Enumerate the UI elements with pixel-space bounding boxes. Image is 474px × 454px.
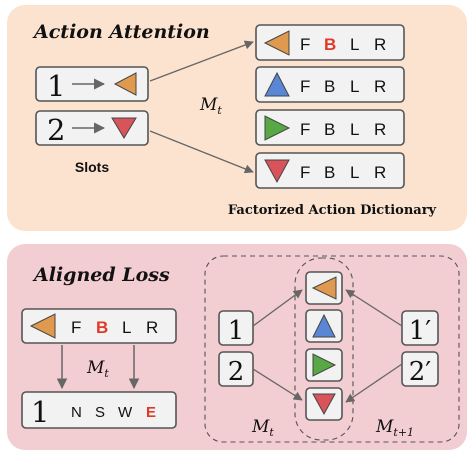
- aligned-left-transform-label: Mt: [86, 358, 109, 380]
- dict-row-1-letter-r: R: [374, 35, 386, 54]
- matching-label-mt: Mt: [251, 417, 274, 439]
- slot-1-index: 1: [47, 69, 65, 103]
- match-arrow-2p-to-down: [345, 363, 403, 403]
- aligned-bottom-index: 1: [31, 395, 49, 429]
- dict-row-2-letter-b: B: [324, 77, 335, 96]
- aligned-bottom-row: 1 N S W E: [21, 391, 177, 429]
- aligned-top-letter-r: R: [146, 318, 158, 337]
- aligned-top-row-triangle-left-icon: [29, 313, 56, 339]
- matching-triangle-right-icon: [312, 353, 337, 377]
- dict-row-1-letter-f: F: [300, 35, 310, 54]
- dict-row-3-letter-b: B: [324, 120, 335, 139]
- dict-row-4-triangle-down-icon: [264, 159, 290, 184]
- matching-right-index-1: 1′: [401, 310, 439, 346]
- dict-row-2-triangle-up-icon: [264, 71, 290, 97]
- dict-row-1-letter-b: B: [324, 35, 336, 54]
- aligned-top-letter-b: B: [96, 318, 108, 337]
- matching-right-index-2: 2′: [401, 351, 439, 387]
- svg-text:2: 2: [228, 357, 245, 387]
- dict-row-1-letter-l: L: [350, 35, 359, 54]
- dict-row-4-letter-f: F: [300, 163, 310, 182]
- svg-text:1: 1: [228, 316, 245, 346]
- dict-row-3-triangle-right-icon: [264, 115, 291, 141]
- slots-label: Slots: [75, 159, 109, 175]
- slot-2-triangle-down-icon: [111, 117, 137, 139]
- dict-row-3: F B L R: [255, 109, 405, 146]
- slot-2: 2: [35, 110, 149, 147]
- aligned-bottom-letter-e: E: [146, 404, 156, 421]
- dict-row-4-letter-b: B: [324, 163, 335, 182]
- matching-shape-box-1: [305, 271, 343, 305]
- matching-left-index-1: 1: [218, 310, 254, 346]
- slot-2-to-dict-arrow: [149, 130, 254, 174]
- action-attention-title: Action Attention: [32, 21, 210, 43]
- slot-1-to-dict-arrow: [149, 40, 254, 82]
- match-arrow-2-to-down: [252, 368, 303, 401]
- aligned-loss-title: Aligned Loss: [32, 264, 170, 286]
- svg-text:2′: 2′: [409, 357, 432, 387]
- aligned-bottom-letter-n: N: [71, 404, 82, 421]
- dict-row-2-letter-l: L: [350, 77, 359, 96]
- matching-shape-box-3: [305, 348, 343, 382]
- dict-row-2-letter-f: F: [300, 77, 310, 96]
- matching-triangle-up-icon: [312, 313, 336, 338]
- aligned-top-letter-f: F: [71, 318, 81, 337]
- slot-1: 1: [35, 66, 149, 103]
- svg-text:1′: 1′: [409, 316, 432, 346]
- dict-row-1-triangle-left-icon: [263, 30, 290, 56]
- matching-triangle-down-icon: [312, 393, 336, 416]
- aligned-bottom-letter-s: S: [95, 404, 105, 421]
- dict-row-3-letter-f: F: [300, 120, 310, 139]
- dict-row-3-letter-r: R: [374, 120, 386, 139]
- dict-row-2: F B L R: [255, 66, 405, 103]
- matching-label-mt1: Mt+1: [375, 417, 414, 439]
- top-transform-label: Mt: [199, 95, 222, 117]
- matching-inner-dashed-box: [294, 257, 354, 441]
- dict-row-4: F B L R: [255, 152, 405, 189]
- dict-row-3-letter-l: L: [350, 120, 359, 139]
- match-arrow-1p-to-left: [345, 289, 403, 327]
- dictionary-label: Factorized Action Dictionary: [228, 203, 437, 218]
- matching-shape-box-4: [305, 387, 343, 421]
- dict-row-4-letter-r: R: [374, 163, 386, 182]
- slot-1-triangle-left-icon: [113, 72, 137, 96]
- dict-row-2-letter-r: R: [374, 77, 386, 96]
- aligned-bottom-letter-w: W: [118, 404, 133, 421]
- slot-2-index: 2: [47, 113, 65, 147]
- matching-left-index-2: 2: [218, 351, 254, 387]
- matching-triangle-left-icon: [311, 276, 337, 300]
- dict-row-1: F B L R: [255, 24, 405, 61]
- aligned-top-row: F B L R: [21, 308, 177, 344]
- match-arrow-1-to-left: [252, 289, 303, 327]
- aligned-top-letter-l: L: [122, 318, 131, 337]
- matching-shape-box-2: [305, 309, 343, 343]
- matching-outer-dashed-box: [204, 255, 460, 443]
- dict-row-4-letter-l: L: [350, 163, 359, 182]
